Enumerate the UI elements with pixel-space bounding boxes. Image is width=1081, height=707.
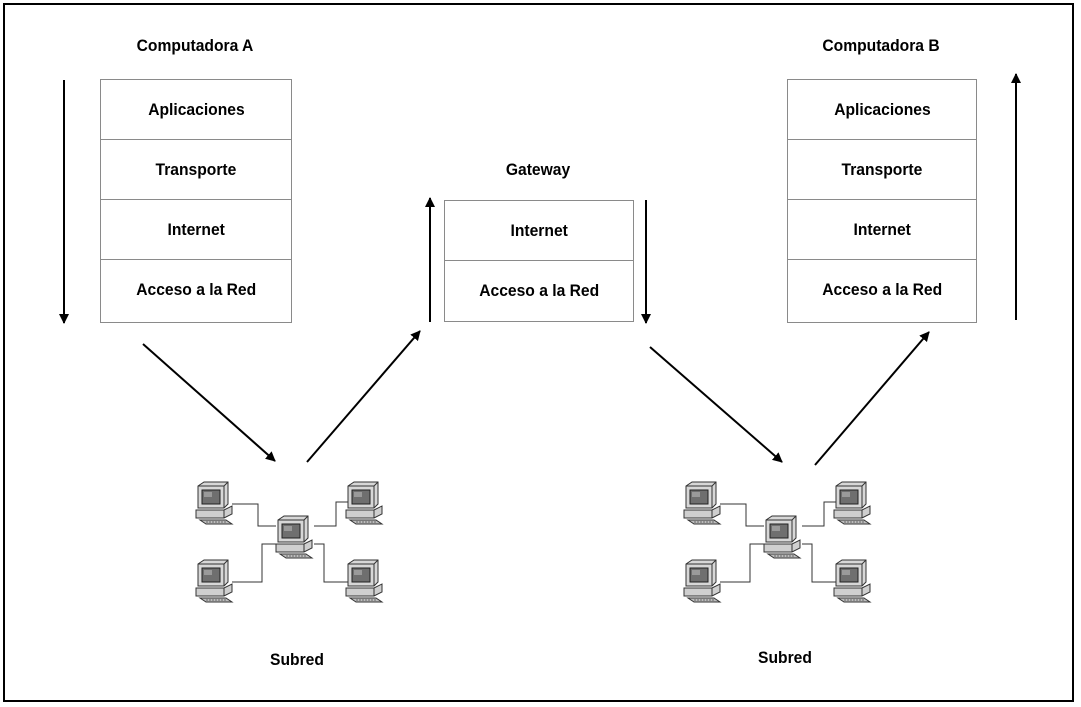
arrow-subnet-left-to-gateway — [306, 330, 421, 463]
computer-b-layer-transporte: Transporte — [788, 140, 976, 200]
subnet-right-label: Subred — [758, 648, 812, 667]
gateway-layer-acceso-red: Acceso a la Red — [479, 281, 599, 300]
computer-network-icon — [683, 481, 871, 603]
computer-b-layer-internet: Internet — [788, 200, 976, 260]
arrow-gateway-to-subnet-right — [649, 346, 783, 463]
arrow-a-to-subnet-left — [142, 343, 276, 462]
computer-network-icon — [195, 481, 383, 603]
computer-a-stack: Aplicaciones Transporte Internet Acceso … — [100, 79, 292, 323]
computer-a-layer-internet: Internet — [101, 200, 291, 260]
computer-b-layer-aplicaciones: Aplicaciones — [788, 80, 976, 140]
computer-b-title: Computadora B — [822, 36, 940, 55]
subnet-left-label: Subred — [270, 650, 324, 669]
computer-a-layer-transporte: Transporte — [101, 140, 291, 200]
computer-b-layer-acceso-red: Acceso a la Red — [822, 280, 942, 299]
computer-a-title: Computadora A — [136, 36, 254, 55]
computer-b-stack: Aplicaciones Transporte Internet Acceso … — [787, 79, 977, 323]
gateway-title: Gateway — [505, 160, 571, 179]
arrow-subnet-right-to-b — [814, 331, 930, 466]
computer-a-layer-aplicaciones: Aplicaciones — [101, 80, 291, 140]
computer-a-layer-acceso-red: Acceso a la Red — [136, 280, 256, 299]
gateway-layer-internet: Internet — [445, 201, 633, 261]
gateway-stack: Internet Acceso a la Red — [444, 200, 634, 322]
